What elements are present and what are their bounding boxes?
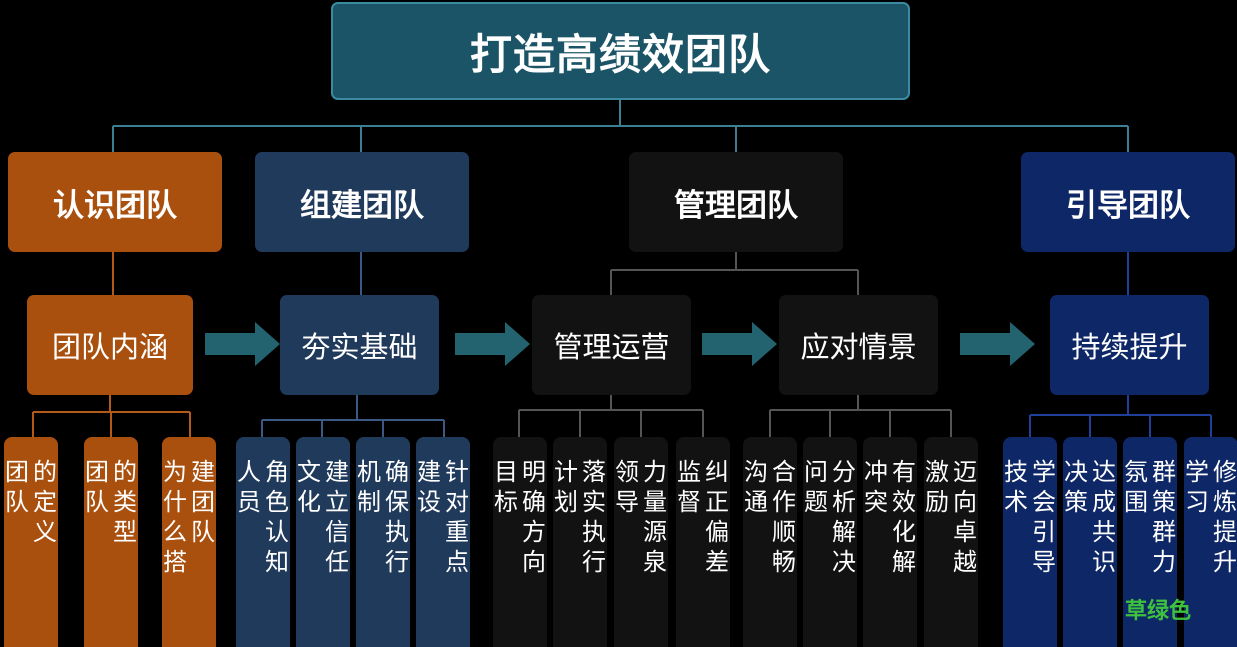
leaf-line: 冲突 — [864, 458, 888, 516]
leaf-line: 力量源泉 — [643, 458, 667, 576]
leaf-line: 达成共识 — [1092, 458, 1116, 576]
leaf-line: 沟通 — [744, 458, 768, 516]
leaf-line: 文化 — [297, 458, 321, 516]
leaf-communication: 沟通 合作顺畅 — [743, 437, 797, 647]
leaf-line: 目标 — [494, 458, 518, 516]
leaf-line: 针对重点 — [445, 458, 469, 576]
leaf-team-types: 团队 的类型 — [84, 437, 138, 647]
watermark-text: 草绿色 — [1124, 599, 1191, 624]
leaf-team-definition: 团队 的定义 — [4, 437, 58, 647]
leaf-goal: 目标 明确方向 — [493, 437, 547, 647]
leaf-line: 机制 — [357, 458, 381, 516]
leaf-construction: 建设 针对重点 — [416, 437, 470, 647]
leaf-line: 建团队 — [191, 458, 215, 546]
stage-scenarios: 应对情景 — [779, 295, 938, 395]
leaf-line: 监督 — [677, 458, 701, 516]
leaf-line: 建立信任 — [325, 458, 349, 576]
arrow-right-icon — [455, 322, 530, 366]
leaf-mechanism: 机制 确保执行 — [356, 437, 410, 647]
leaf-line: 氛围 — [1124, 458, 1148, 516]
leaf-line: 合作顺畅 — [772, 458, 796, 576]
leaf-line: 群策群力 — [1152, 458, 1176, 576]
leaf-line: 的定义 — [33, 458, 57, 546]
leaf-decision: 决策 达成共识 — [1063, 437, 1117, 647]
leaf-technique: 技术 学会引导 — [1003, 437, 1057, 647]
leaf-line: 为什么搭 — [163, 458, 187, 576]
arrow-right-icon — [702, 322, 777, 366]
leaf-line: 计划 — [554, 458, 578, 516]
arrow-right-icon — [205, 322, 280, 366]
leaf-motivation: 激励 迈向卓越 — [924, 437, 978, 647]
leaf-plan: 计划 落实执行 — [553, 437, 607, 647]
leaf-culture: 文化 建立信任 — [296, 437, 350, 647]
leaf-problem: 问题 分析解决 — [803, 437, 857, 647]
leaf-leadership: 领导 力量源泉 — [614, 437, 668, 647]
leaf-line: 修炼提升 — [1213, 458, 1237, 576]
leaf-line: 学会引导 — [1032, 458, 1056, 576]
leaf-learning: 学习 修炼提升 — [1184, 437, 1237, 647]
leaf-line: 迈向卓越 — [953, 458, 977, 576]
leaf-line: 学习 — [1185, 458, 1209, 516]
leaf-line: 团队 — [85, 458, 109, 516]
leaf-line: 激励 — [925, 458, 949, 516]
leaf-atmosphere: 氛围 群策群力 — [1123, 437, 1177, 647]
leaf-conflict: 冲突 有效化解 — [863, 437, 917, 647]
category-build: 组建团队 — [255, 152, 469, 252]
leaf-line: 有效化解 — [892, 458, 916, 576]
leaf-supervision: 监督 纠正偏差 — [676, 437, 730, 647]
leaf-line: 纠正偏差 — [705, 458, 729, 576]
arrow-right-icon — [960, 322, 1035, 366]
leaf-why-build-team: 为什么搭 建团队 — [162, 437, 216, 647]
leaf-line: 决策 — [1064, 458, 1088, 516]
leaf-line: 问题 — [804, 458, 828, 516]
category-recognize: 认识团队 — [8, 152, 222, 252]
stage-foundation: 夯实基础 — [280, 295, 439, 395]
leaf-line: 人员 — [237, 458, 261, 516]
leaf-line: 的类型 — [113, 458, 137, 546]
main-title: 打造高绩效团队 — [331, 2, 910, 100]
leaf-line: 团队 — [5, 458, 29, 516]
leaf-line: 明确方向 — [522, 458, 546, 576]
category-manage: 管理团队 — [629, 152, 843, 252]
leaf-line: 分析解决 — [832, 458, 856, 576]
leaf-line: 领导 — [615, 458, 639, 516]
leaf-line: 技术 — [1004, 458, 1028, 516]
leaf-roles: 人员 角色认知 — [236, 437, 290, 647]
stage-improvement: 持续提升 — [1050, 295, 1209, 395]
stage-team-connotation: 团队内涵 — [27, 295, 193, 395]
leaf-line: 角色认知 — [265, 458, 289, 576]
leaf-line: 确保执行 — [385, 458, 409, 576]
stage-operation: 管理运营 — [532, 295, 691, 395]
category-lead: 引导团队 — [1021, 152, 1235, 252]
leaf-line: 建设 — [417, 458, 441, 516]
leaf-line: 落实执行 — [582, 458, 606, 576]
